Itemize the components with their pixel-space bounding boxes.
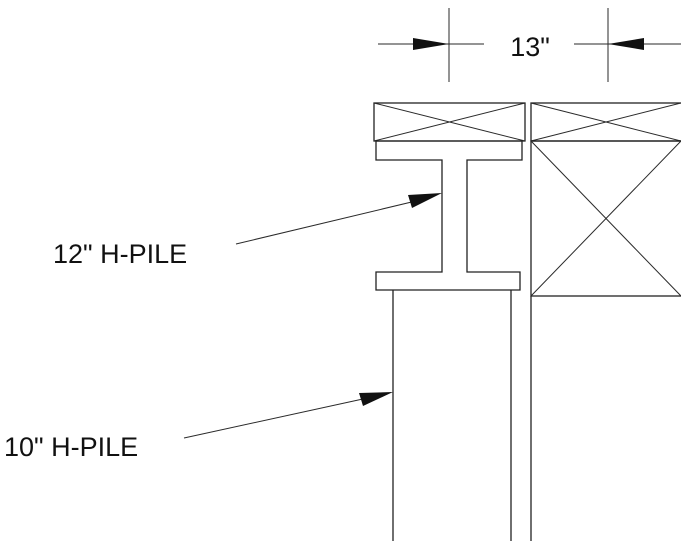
leader-arrowhead-icon: [359, 392, 393, 406]
arrowhead-right-icon: [608, 38, 644, 50]
label-10-h-pile: 10" H-PILE: [4, 432, 138, 462]
dimension-label: 13": [510, 32, 550, 62]
cap-block-left: [373, 102, 526, 142]
crossed-section-right: [530, 140, 681, 297]
leader-arrowhead-icon: [408, 193, 442, 208]
leader-line: [235, 199, 421, 245]
cap-block-right: [530, 102, 681, 142]
arrowhead-left-icon: [413, 38, 449, 50]
leader-line: [183, 396, 373, 439]
h-pile-12-section: [375, 140, 523, 291]
label-12-h-pile: 12" H-PILE: [53, 239, 187, 269]
h-pile-10: [392, 290, 512, 541]
leader-12-h-pile: [235, 193, 442, 245]
leader-10-h-pile: [183, 392, 393, 439]
dimension-13in: 13": [378, 8, 681, 82]
